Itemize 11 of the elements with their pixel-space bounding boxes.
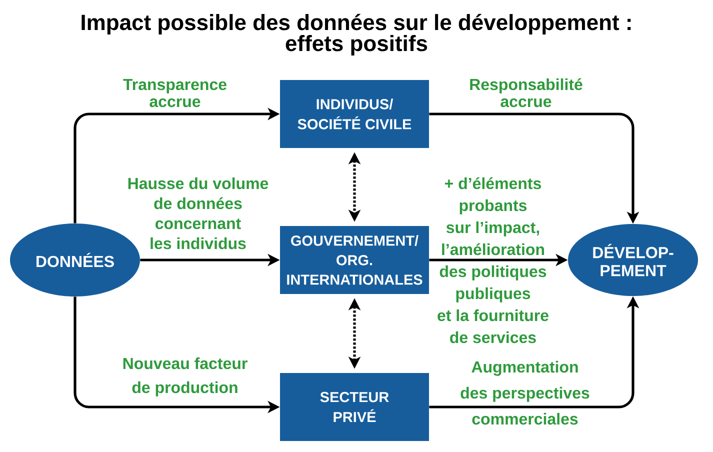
edge-label: Transparence accrue <box>123 79 226 108</box>
ellipse-node: DONNÉES <box>10 224 140 296</box>
process-box: SECTEUR PRIVÉ <box>280 373 429 441</box>
title: Impact possible des données sur le développement : effets positifs <box>82 14 631 56</box>
edge-label: Nouveau facteur de production <box>123 357 248 396</box>
edge-label: Augmentation des perspectives commerciales <box>460 360 590 425</box>
process-box: GOUVERNEMENT/ ORG. INTERNATIONALES <box>280 226 429 294</box>
edge-label: + d’éléments probants sur l’impact, l’amélioration des politiques publiques et la fourniture de services <box>438 177 548 344</box>
process-box: INDIVIDUS/ SOCIÉTÉ CIVILE <box>280 80 429 148</box>
edge-label: Responsabilité accrue <box>470 78 582 108</box>
ellipse-node: DÉVELOP- PEMENT <box>568 224 698 296</box>
